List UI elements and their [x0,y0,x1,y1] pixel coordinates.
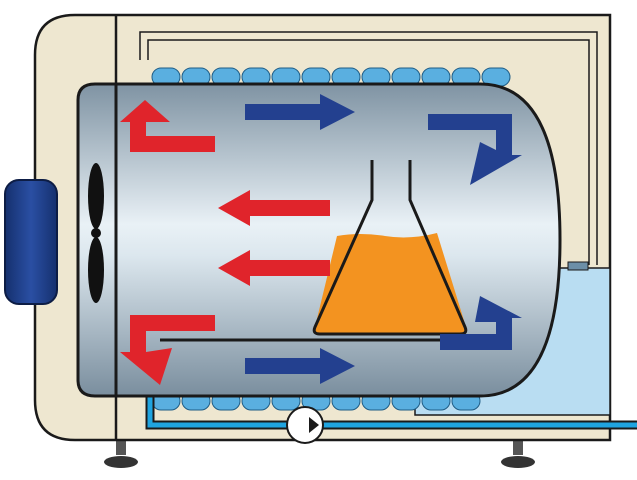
arrow-left-icon [218,250,330,286]
warm-air-arrows [120,100,330,385]
air-ducts [139,31,598,265]
water-pipe [145,395,637,430]
door-handle [4,179,58,305]
arrow-turn-down-icon [428,114,522,185]
arrow-right-icon [245,348,355,384]
cool-air-arrows [245,94,522,384]
arrow-turn-down-icon [120,315,215,385]
arrow-left-icon [218,190,330,226]
arrow-turn-up-icon [440,296,522,350]
fan-icon [88,163,104,303]
pump-icon [286,406,324,444]
feet [104,440,535,468]
arrow-turn-up-icon [120,100,215,152]
flask-icon [312,160,468,336]
heating-coils-top [151,67,511,87]
arrow-right-icon [245,94,355,130]
